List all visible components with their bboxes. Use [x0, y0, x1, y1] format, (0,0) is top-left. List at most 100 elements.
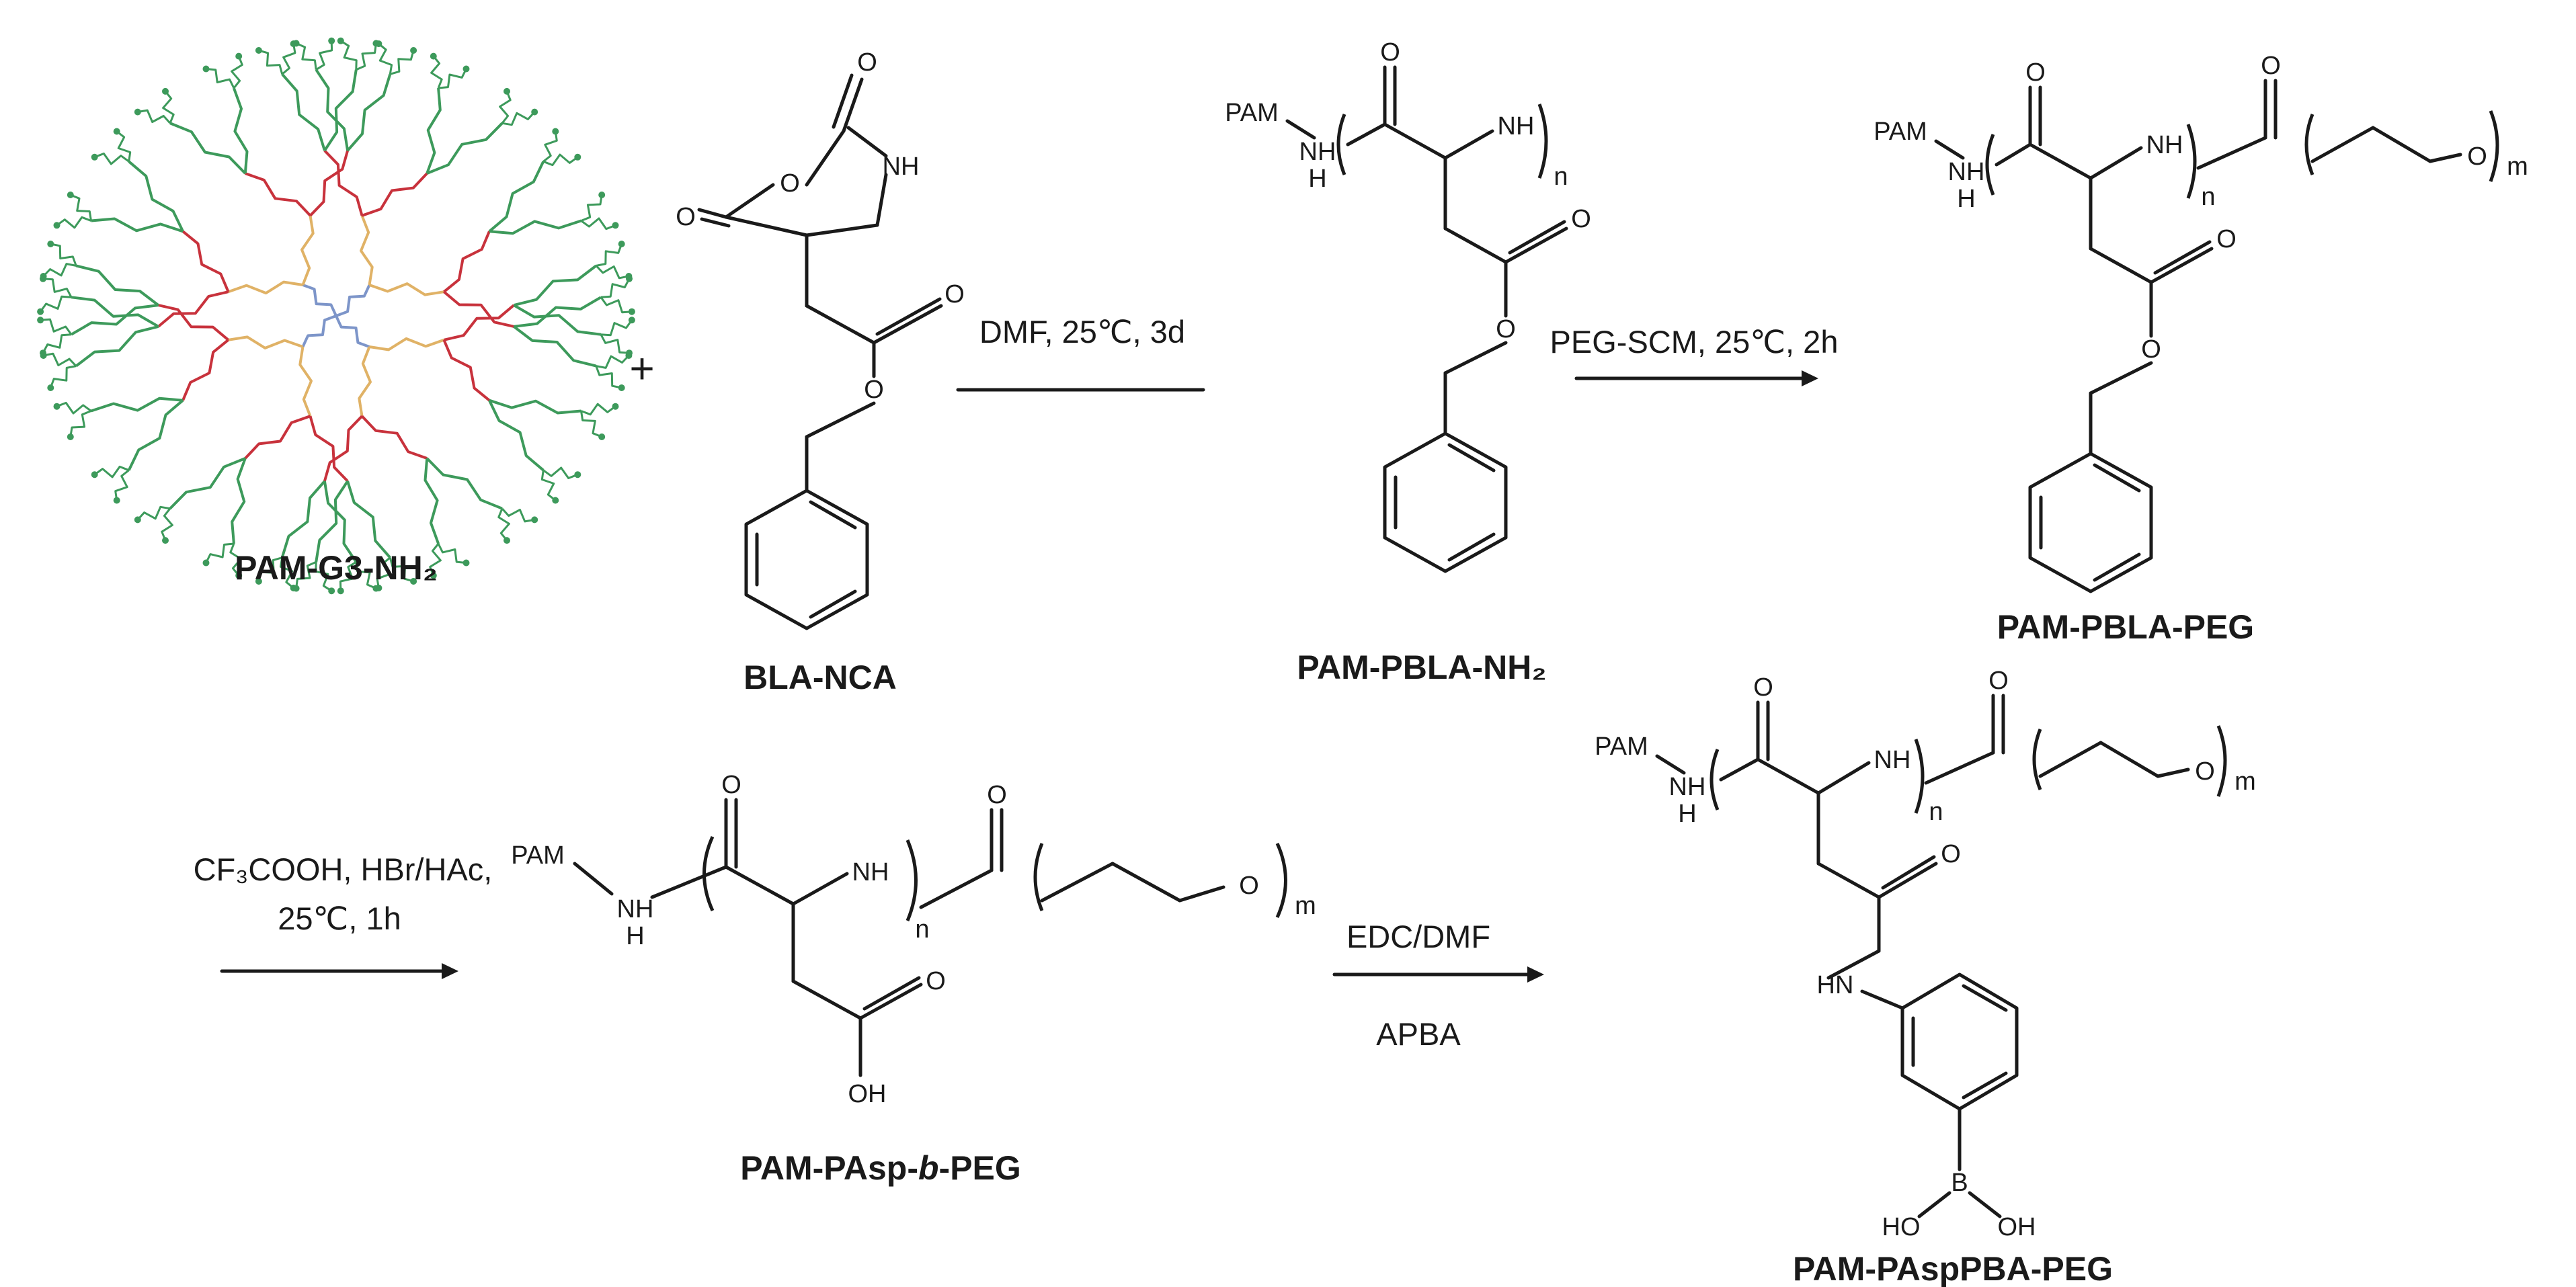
dendrimer-branch — [542, 131, 558, 163]
dendrimer-branch — [157, 290, 229, 328]
dendrimer-branch — [244, 415, 311, 460]
dendrimer-branch — [75, 264, 159, 306]
dendrimer-branch — [335, 284, 371, 317]
dendrimer-branch — [368, 282, 444, 296]
dendrimer-branch — [437, 543, 467, 564]
dendrimer-terminal-amine — [40, 275, 46, 282]
dendrimer-branch — [315, 480, 349, 563]
pasp-ether-oxygen: O — [1239, 872, 1259, 900]
dendrimer-branch — [443, 231, 491, 293]
nca-ester-oxygen: O — [864, 376, 884, 404]
dendrimer-terminal-amine — [618, 241, 625, 247]
pbla-peg-subscript-n: n — [2201, 183, 2215, 211]
pasp-subscript-n: n — [915, 915, 929, 944]
dendrimer-branch — [540, 470, 557, 501]
dendrimer-terminal-amine — [462, 65, 470, 73]
dendrimer-branch — [257, 556, 283, 582]
dendrimer-terminal-amine — [625, 273, 633, 280]
pam-pasppba-peg-structure — [1655, 694, 2227, 1218]
condition-step1: DMF, 25℃, 3d — [979, 314, 1185, 349]
dendrimer-branch — [438, 68, 467, 89]
nca-ester-carbonyl-oxygen: O — [944, 280, 965, 308]
dendrimer-branch — [600, 278, 631, 298]
dendrimer-branch — [56, 401, 92, 415]
pbla-subscript-n: n — [1554, 163, 1568, 191]
arrowhead-step2 — [1802, 370, 1818, 386]
dendrimer-branch — [339, 561, 357, 591]
nca-carbonyl-oxygen-top: O — [857, 48, 877, 77]
pam-pbla-nh2-structure — [1285, 65, 1568, 573]
dendrimer-branch — [71, 296, 159, 328]
dendrimer-terminal-amine — [67, 192, 74, 198]
pasppba-amide-hn: HN — [1817, 971, 1854, 999]
dendrimer-branch — [429, 543, 442, 576]
dendrimer-branch — [443, 304, 515, 341]
dendrimer-branch — [50, 243, 77, 266]
pbla-carbonyl-oxygen: O — [1380, 38, 1400, 67]
dendrimer-terminal-amine — [91, 471, 98, 479]
dendrimer-branch — [497, 508, 510, 542]
dendrimer-branch — [75, 325, 159, 368]
dendrimer-branch — [442, 339, 491, 402]
pam-g3-nh2-label: PAM-G3-NH₂ — [235, 549, 438, 587]
pasppba-subscript-m: m — [2235, 767, 2256, 796]
pasp-carbonyl-oxygen: O — [721, 771, 741, 799]
dendrimer-terminal-amine — [37, 308, 44, 315]
pasppba-ether-oxygen: O — [2195, 757, 2215, 786]
dendrimer-branch — [323, 69, 358, 152]
dendrimer-terminal-amine — [504, 537, 510, 544]
dendrimer-terminal-amine — [504, 87, 510, 95]
dendrimer-branch — [501, 507, 535, 523]
dendrimer-branch — [323, 481, 358, 563]
dendrimer-branch — [56, 216, 92, 229]
pbla-nh: NH — [1498, 112, 1535, 140]
pbla-peg-pam-label: PAM — [1874, 118, 1927, 146]
condition-step3-line1: CF₃COOH, HBr/HAc, — [194, 852, 493, 887]
dendrimer-branch — [300, 215, 315, 286]
dendrimer-branch — [358, 346, 372, 417]
dendrimer-branch — [227, 280, 303, 295]
dendrimer-branch — [323, 415, 363, 482]
dendrimer-branch — [595, 265, 629, 280]
dendrimer-terminal-amine — [598, 192, 606, 198]
dendrimer-branch — [206, 68, 235, 89]
dendrimer-terminal-amine — [574, 153, 581, 161]
dendrimer-branch — [136, 505, 171, 521]
pbla-n: NH — [1299, 138, 1336, 166]
dendrimer-terminal-amine — [552, 497, 559, 504]
dendrimer-branch — [315, 562, 332, 592]
dendrimer-branch — [301, 315, 337, 347]
condition-step4-above: EDC/DMF — [1346, 919, 1490, 954]
dendrimer-terminal-amine — [255, 47, 262, 54]
dendrimer-terminal-amine — [462, 559, 470, 567]
dendrimer-branch — [426, 457, 503, 510]
dendrimer-branch — [430, 55, 443, 89]
dendrimer-branch — [158, 304, 229, 341]
dendrimer-branch — [228, 335, 304, 349]
dendrimer-terminal-amine — [292, 585, 300, 592]
dendrimer-branch — [40, 318, 73, 335]
dendrimer-terminal-amine — [40, 352, 47, 359]
dendrimer-terminal-amine — [337, 587, 344, 595]
dendrimer-branch — [355, 562, 376, 589]
condition-step4-below: APBA — [1376, 1016, 1461, 1052]
dendrimer-terminal-amine — [292, 40, 300, 47]
dendrimer-branch — [128, 160, 184, 233]
nca-ring-oxygen: O — [780, 169, 800, 198]
dendrimer-terminal-amine — [235, 572, 243, 579]
dendrimer-branch — [369, 337, 445, 351]
dendrimer-branch — [489, 399, 581, 415]
dendrimer-branch — [600, 334, 630, 354]
pbla-peg-ester-oxygen: O — [2141, 335, 2161, 364]
dendrimer-terminal-amine — [628, 308, 635, 315]
pbla-ester-oxygen: O — [1496, 315, 1516, 343]
condition-step2: PEG-SCM, 25℃, 2h — [1550, 324, 1839, 360]
dendrimer-branch — [513, 325, 597, 368]
dendrimer-branch — [323, 149, 364, 216]
dendrimer-branch — [315, 69, 350, 151]
pbla-pam-label: PAM — [1225, 99, 1279, 127]
dendrimer-terminal-amine — [612, 222, 619, 229]
dendrimer-branch — [91, 217, 184, 233]
dendrimer-branch — [298, 346, 313, 417]
